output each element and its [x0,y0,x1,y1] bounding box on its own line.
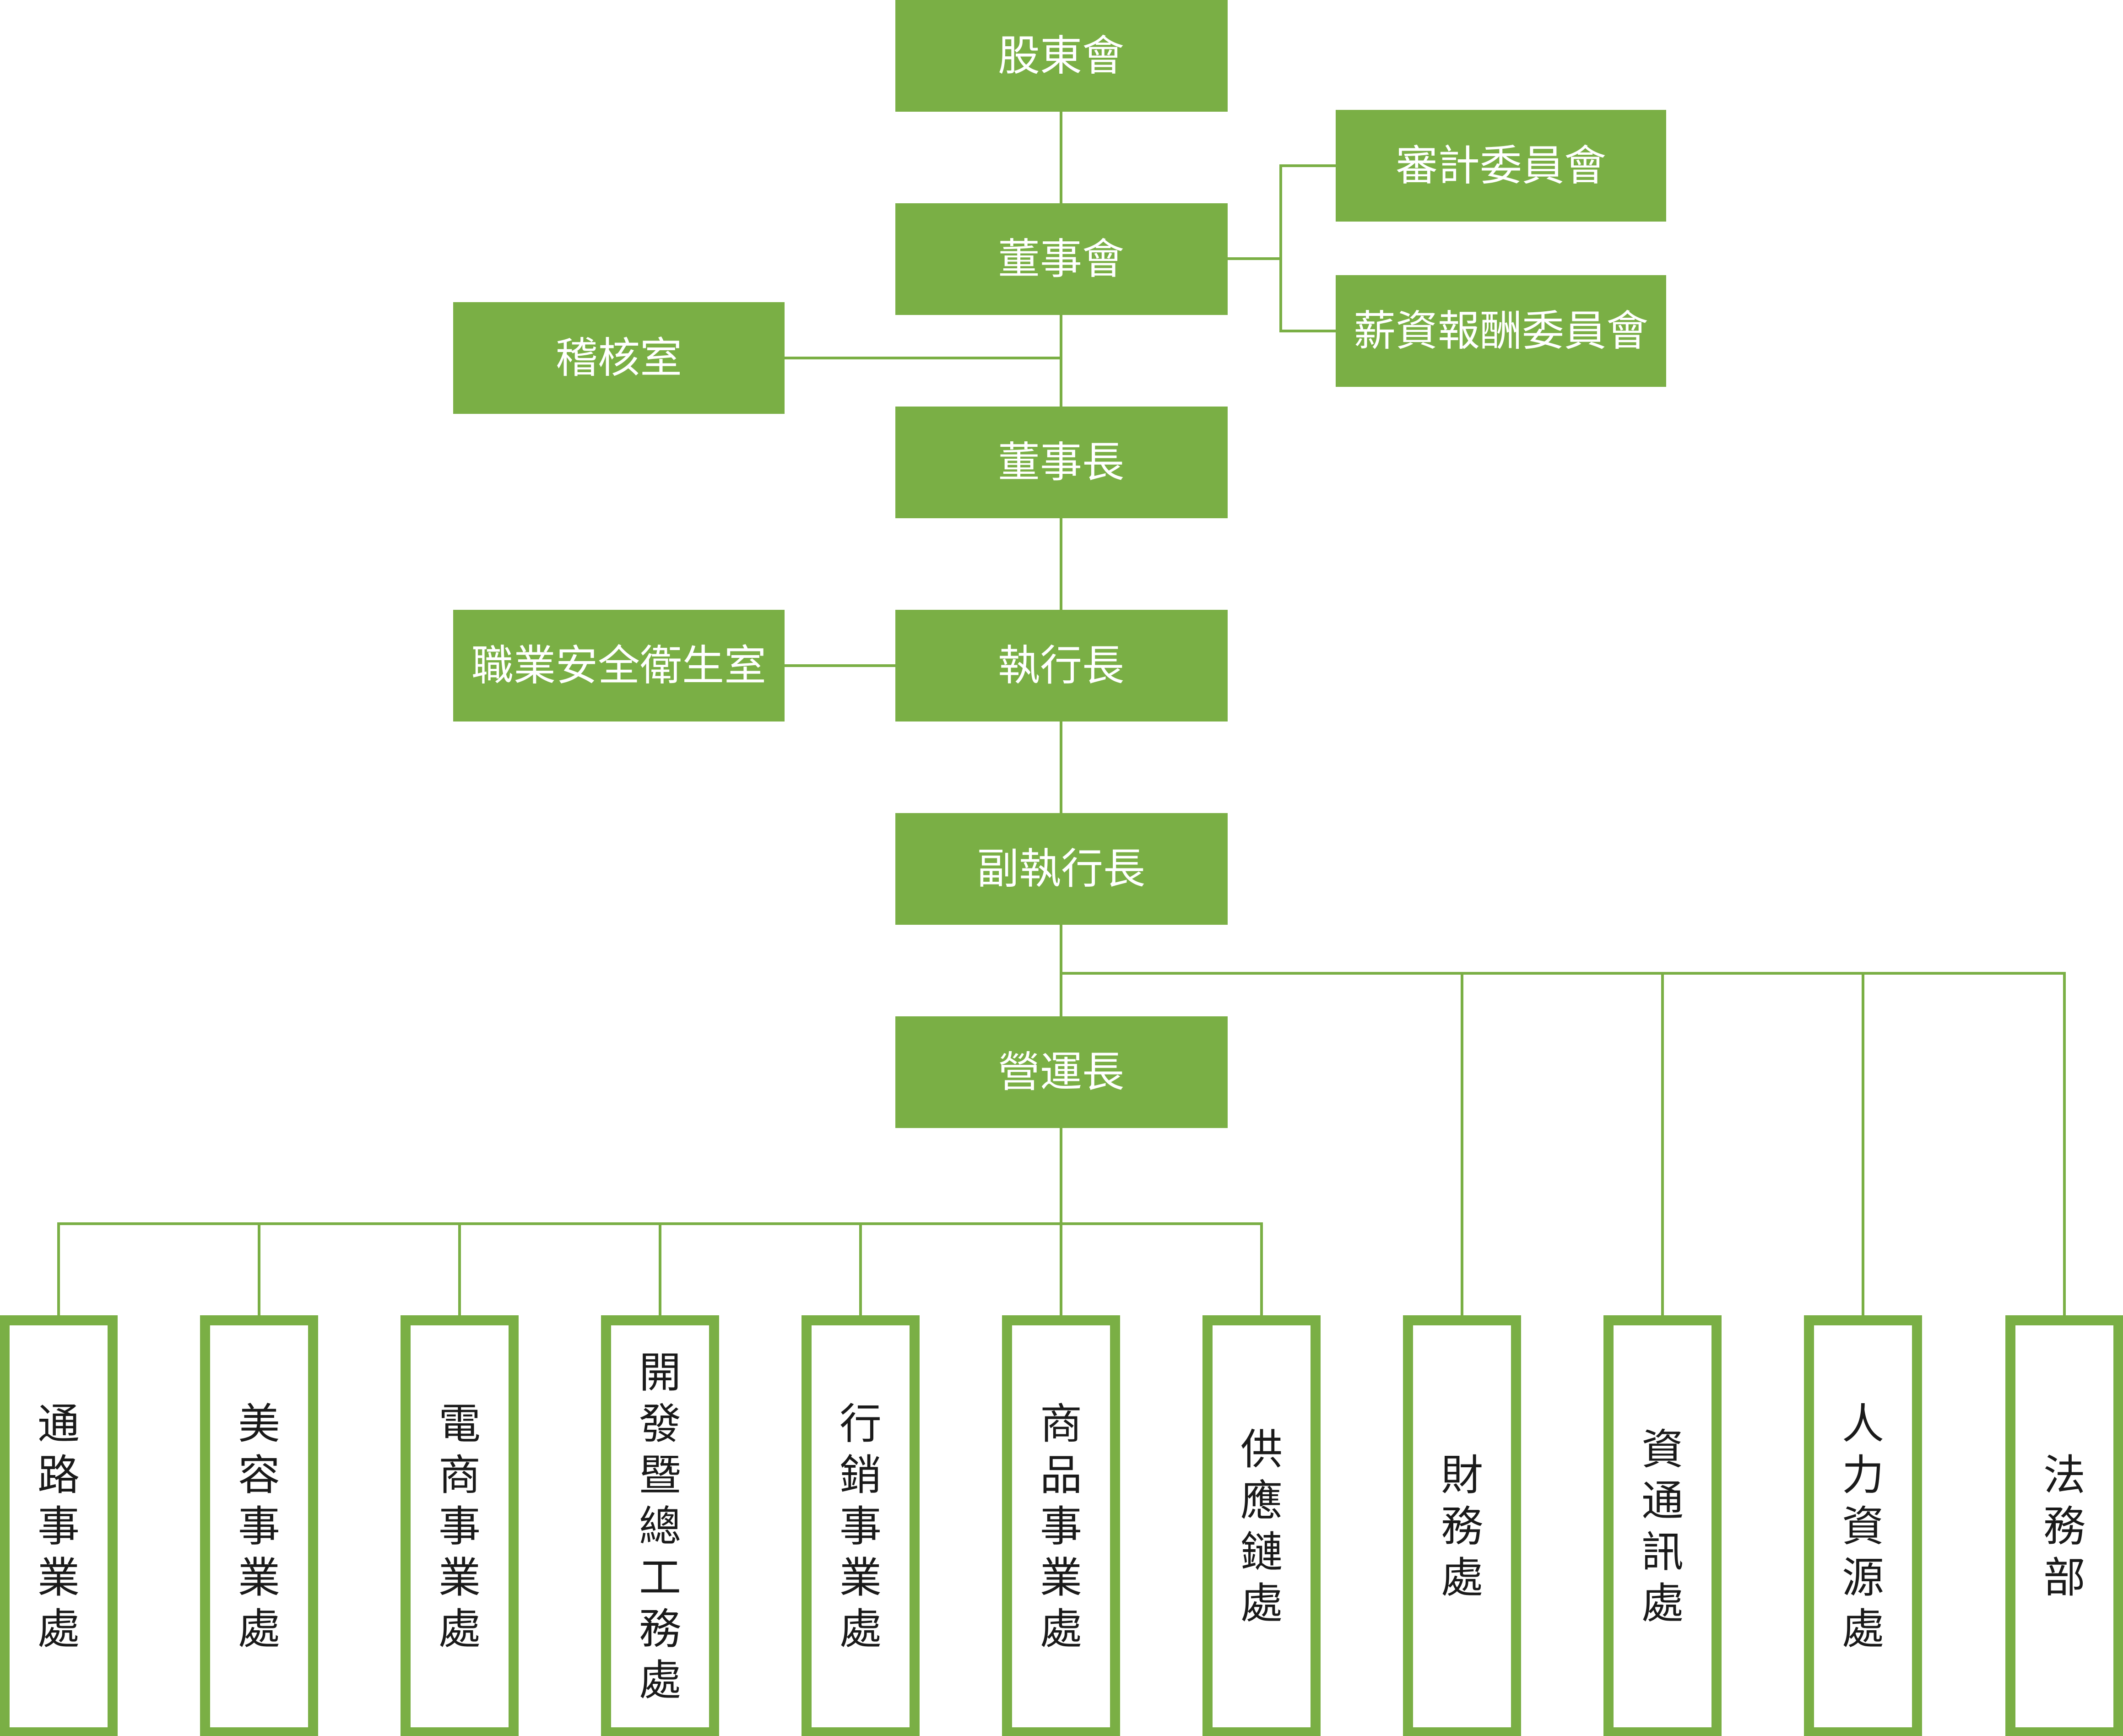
connector-lines [57,110,2066,1317]
department-label-char: 商 [439,1451,481,1500]
department-label-char: 美 [238,1400,280,1448]
department-label: 美容事業處 [238,1400,280,1654]
department-label-char: 事 [238,1502,280,1551]
department-label-char: 業 [38,1553,80,1602]
department-box: 電商事業處 [401,1315,519,1736]
department-box: 通路事業處 [0,1315,118,1736]
department-label-char: 行 [839,1400,882,1448]
node-ceo-label: 執行長 [998,641,1124,690]
node-deputy-ceo: 副執行長 [895,813,1228,925]
department-label-char: 處 [1641,1579,1684,1628]
node-shareholders-label: 股東會 [998,32,1124,81]
department-boxes: 通路事業處美容事業處電商事業處開發暨總工務處行銷事業處商品事業處供應鏈處財務處資… [0,1315,2123,1736]
department-label-char: 處 [1040,1605,1082,1654]
department-label-char: 處 [439,1605,481,1654]
node-compensation-committee-label: 薪資報酬委員會 [1354,307,1648,356]
department-box: 資通訊處 [1603,1315,1722,1736]
node-coo-label: 營運長 [998,1048,1124,1097]
department-label-char: 源 [1842,1553,1884,1602]
department-label-char: 暨 [639,1451,681,1500]
node-internal-audit-label: 稽核室 [556,334,682,383]
department-box: 美容事業處 [200,1315,318,1736]
department-label: 商品事業處 [1040,1400,1082,1654]
department-label-char: 事 [1040,1502,1082,1551]
department-label: 資通訊處 [1641,1425,1684,1628]
node-chairman-label: 董事長 [998,438,1124,487]
department-label-char: 銷 [839,1451,882,1500]
department-label: 人力資源處 [1842,1400,1884,1654]
node-audit-committee: 審計委員會 [1336,110,1666,222]
node-shareholders: 股東會 [895,0,1228,112]
department-label-char: 力 [1842,1451,1884,1500]
department-label-char: 業 [238,1553,280,1602]
department-label-char: 發 [639,1400,681,1448]
department-label-char: 事 [439,1502,481,1551]
department-label-char: 處 [38,1605,80,1654]
department-label-char: 資 [1641,1425,1684,1474]
department-label-char: 業 [439,1553,481,1602]
department-label-char: 處 [1240,1579,1283,1628]
department-label-char: 路 [38,1451,80,1500]
department-label-char: 人 [1842,1400,1884,1448]
department-label-char: 應 [1240,1476,1283,1525]
department-label-char: 務 [639,1605,681,1654]
department-label-char: 通 [38,1400,80,1448]
department-label: 電商事業處 [439,1400,481,1654]
department-label-char: 處 [1441,1553,1483,1602]
department-box: 開發暨總工務處 [601,1315,719,1736]
department-label: 財務處 [1441,1451,1483,1602]
department-label-char: 資 [1842,1502,1884,1551]
department-label-char: 訊 [1641,1528,1684,1577]
department-label-char: 部 [2043,1553,2085,1602]
department-box: 供應鏈處 [1202,1315,1321,1736]
department-label-char: 商 [1040,1400,1082,1448]
department-label-char: 開 [639,1348,681,1397]
department-label-char: 處 [639,1656,681,1705]
node-internal-audit: 稽核室 [453,302,785,414]
department-box: 人力資源處 [1804,1315,1922,1736]
department-label-char: 業 [839,1553,882,1602]
department-label-char: 處 [839,1605,882,1654]
department-label-char: 總 [639,1502,681,1551]
department-label-char: 事 [839,1502,882,1551]
department-label-char: 處 [1842,1605,1884,1654]
department-label: 供應鏈處 [1240,1425,1283,1628]
department-label-char: 工 [639,1553,681,1602]
department-label-char: 電 [439,1400,481,1448]
department-label-char: 務 [1441,1502,1483,1551]
department-label-char: 供 [1240,1425,1283,1474]
node-ceo: 執行長 [895,610,1228,722]
department-label: 法務部 [2043,1451,2085,1602]
node-board: 董事會 [895,203,1228,315]
department-label-char: 處 [238,1605,280,1654]
department-box: 法務部 [2005,1315,2123,1736]
department-label-char: 通 [1641,1476,1684,1525]
node-compensation-committee: 薪資報酬委員會 [1336,275,1666,387]
department-label-char: 容 [238,1451,280,1500]
department-label-char: 事 [38,1502,80,1551]
node-board-label: 董事會 [998,235,1124,284]
node-audit-committee-label: 審計委員會 [1396,141,1606,190]
department-label-char: 務 [2043,1502,2085,1551]
department-label-char: 業 [1040,1553,1082,1602]
department-box: 財務處 [1403,1315,1521,1736]
node-chairman: 董事長 [895,407,1228,518]
node-coo: 營運長 [895,1016,1228,1128]
node-deputy-ceo-label: 副執行長 [977,845,1145,894]
node-ohs-office-label: 職業安全衛生室 [471,641,766,690]
department-box: 商品事業處 [1002,1315,1120,1736]
node-ohs-office: 職業安全衛生室 [453,610,785,722]
department-label: 通路事業處 [38,1400,80,1654]
department-label-char: 鏈 [1240,1528,1283,1577]
department-label-char: 品 [1040,1451,1082,1500]
department-label-char: 財 [1441,1451,1483,1500]
department-label: 行銷事業處 [839,1400,882,1654]
department-box: 行銷事業處 [802,1315,920,1736]
department-label: 開發暨總工務處 [639,1348,681,1705]
department-label-char: 法 [2043,1451,2085,1500]
